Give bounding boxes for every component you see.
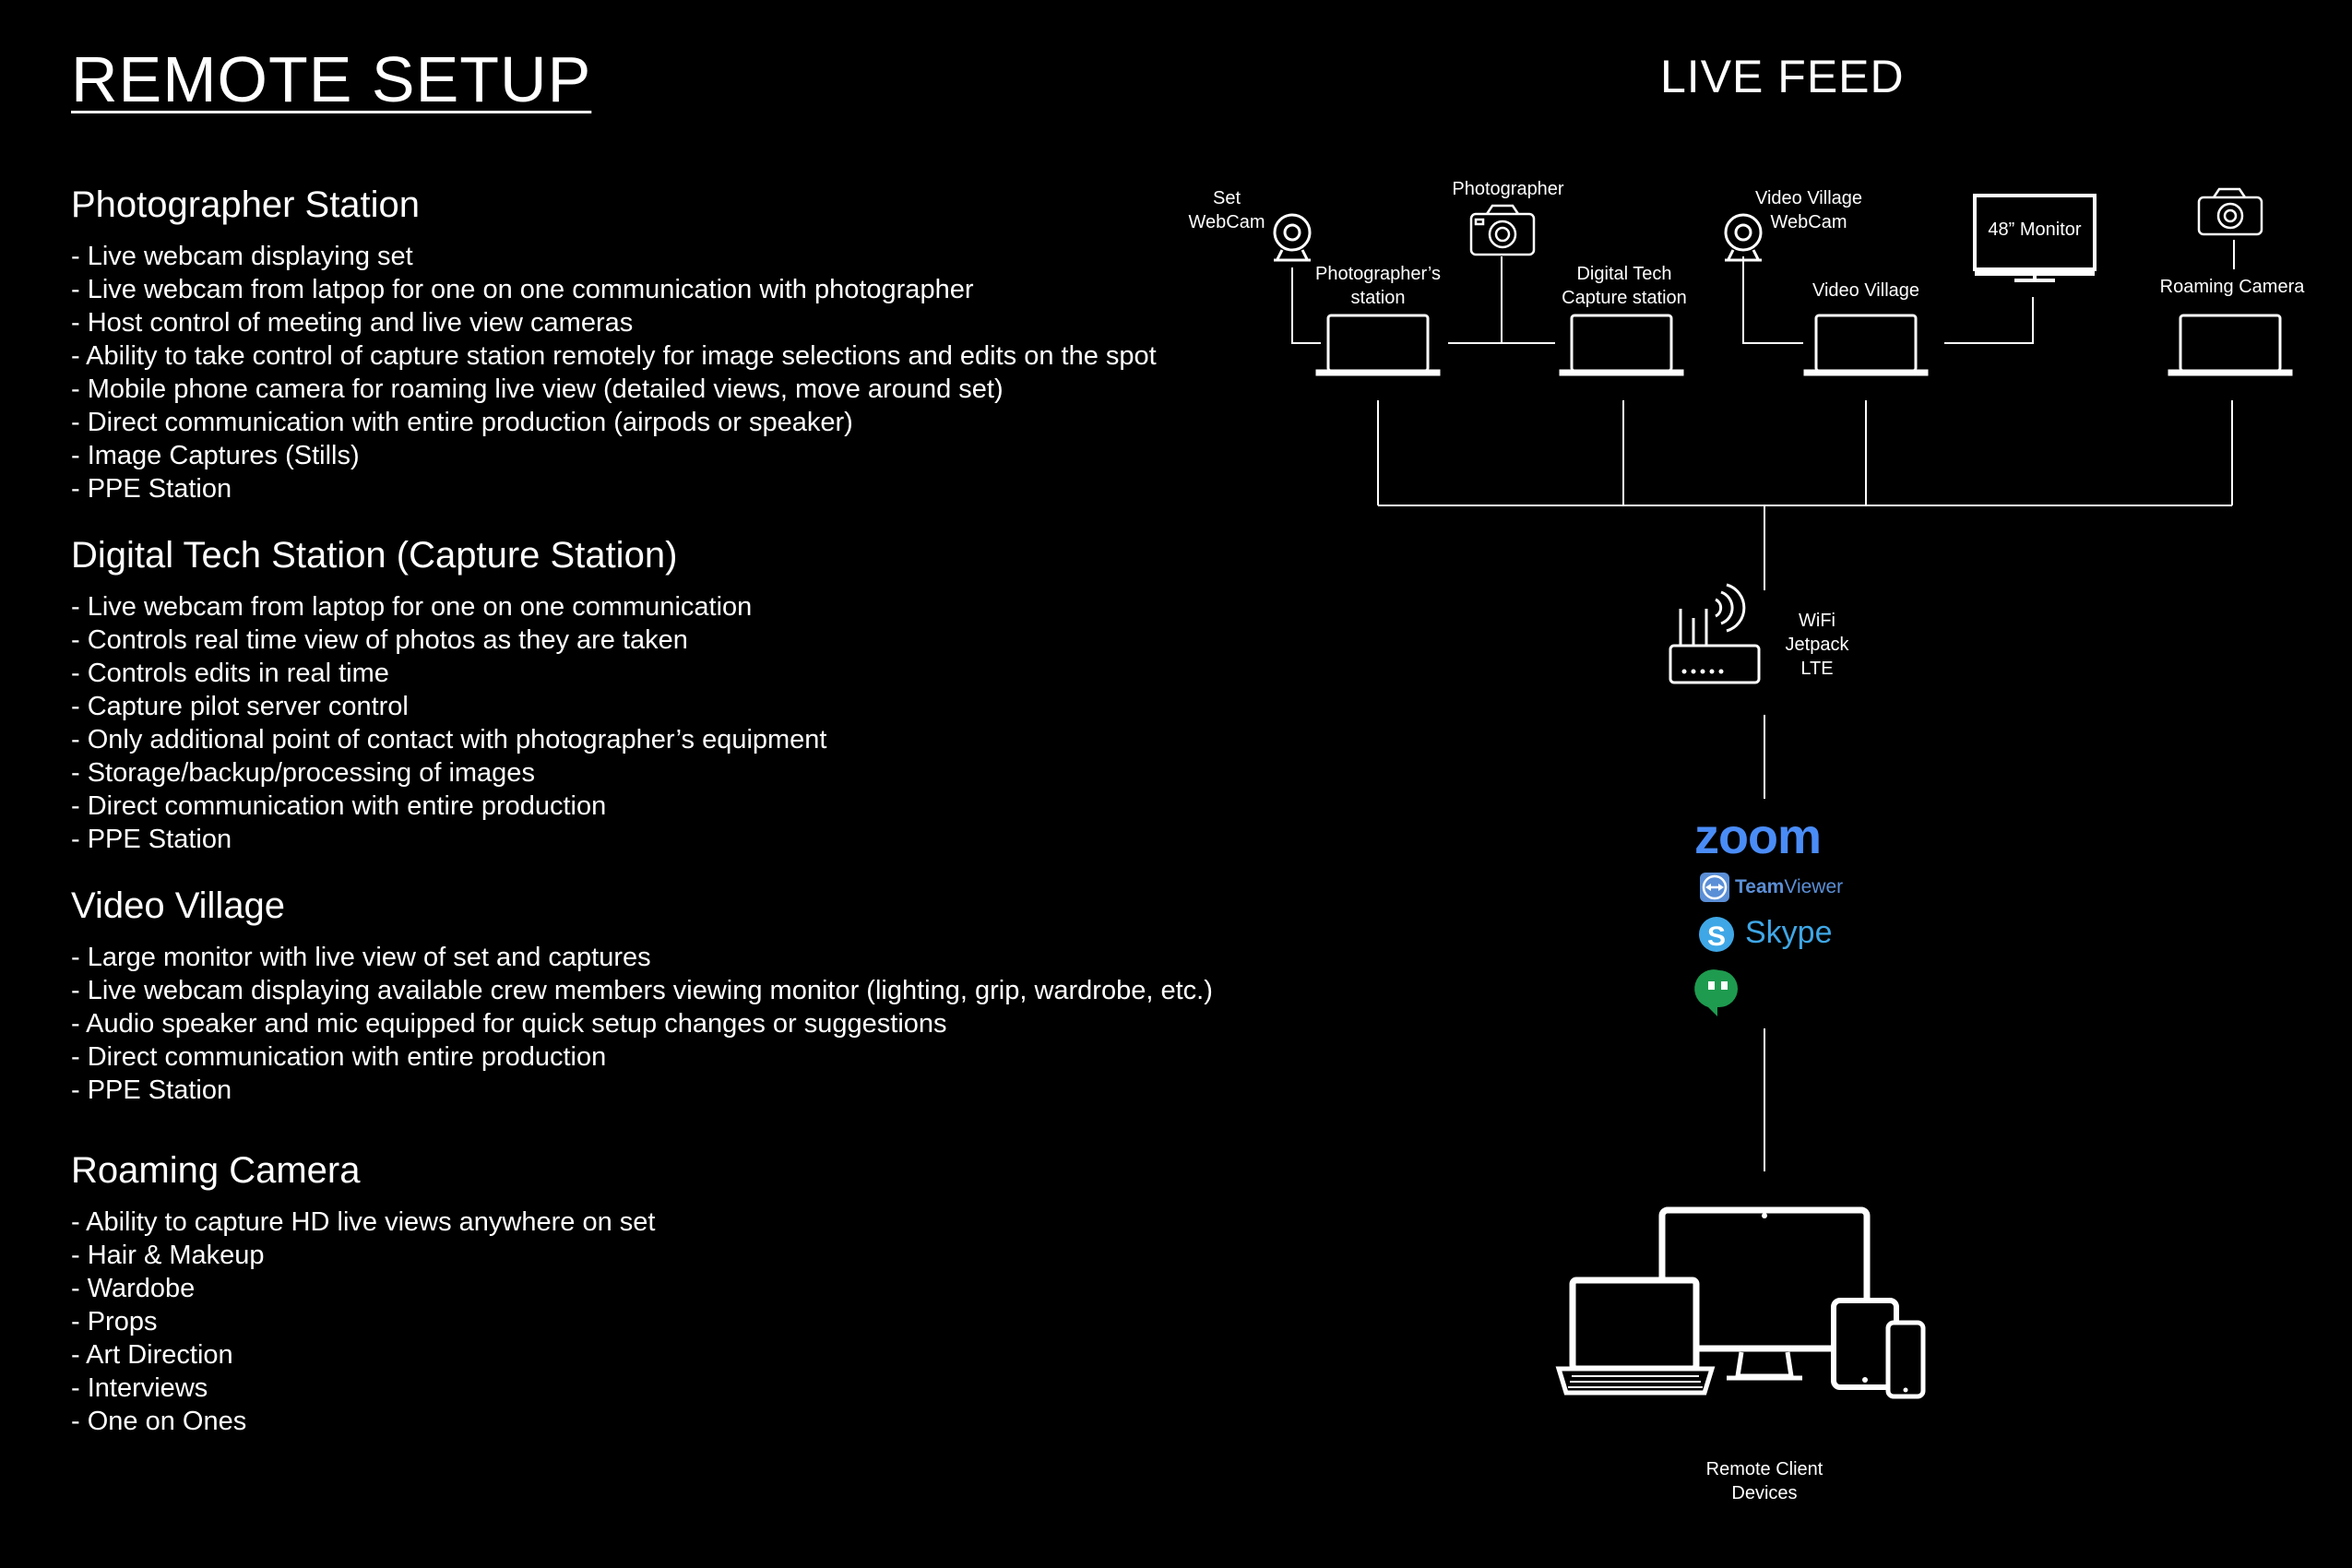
laptop-icon (1315, 314, 1441, 376)
list-item: - Large monitor with live view of set an… (71, 943, 651, 972)
router-icon (1669, 583, 1761, 684)
list-item: - Direct communication with entire produ… (71, 791, 607, 821)
laptop-icon (1803, 314, 1929, 376)
svg-text:S: S (1707, 921, 1726, 952)
list-item: - Ability to capture HD live views anywh… (71, 1207, 656, 1237)
list-item: - Direct communication with entire produ… (71, 408, 853, 437)
list-item: - One on Ones (71, 1407, 247, 1436)
camera-icon (2197, 187, 2263, 236)
section-digital-tech-station: Digital Tech Station (Capture Station) -… (71, 533, 827, 856)
list-item: - Live webcam from latpop for one on one… (71, 275, 974, 304)
page-title: REMOTE SETUP (71, 43, 592, 115)
list-item: - Hair & Makeup (71, 1241, 265, 1270)
section-heading: Photographer Station (71, 184, 421, 225)
list-item: - Audio speaker and mic equipped for qui… (71, 1009, 947, 1039)
list-item: - Art Direction (71, 1340, 233, 1370)
devices-icon (1555, 1206, 1926, 1399)
list-item: - Props (71, 1307, 158, 1336)
list-item: - PPE Station (71, 825, 232, 854)
section-video-village: Video Village - Large monitor with live … (71, 884, 1213, 1107)
list-item: - Wardobe (71, 1274, 196, 1303)
list-item: - Live webcam displaying set (71, 242, 413, 271)
list-item: - Ability to take control of capture sta… (71, 341, 1157, 371)
list-item: - Only additional point of contact with … (71, 725, 827, 754)
section-list: - Live webcam from laptop for one on one… (71, 590, 827, 856)
list-item: - PPE Station (71, 474, 232, 504)
skype-logo: Skype (1745, 915, 1833, 950)
list-item: - Live webcam displaying available crew … (71, 976, 1213, 1005)
roaming-camera-label: Roaming Camera (2159, 277, 2305, 297)
section-list: - Large monitor with live view of set an… (71, 941, 1213, 1107)
list-item: - Storage/backup/processing of images (71, 758, 535, 788)
teamviewer-icon (1700, 873, 1729, 902)
connector-lines (1291, 240, 2235, 1171)
list-item: - Mobile phone camera for roaming live v… (71, 374, 1004, 404)
section-photographer-station: Photographer Station - Live webcam displ… (71, 183, 1157, 505)
webcam-icon (1724, 213, 1763, 262)
photographer-label: Photographer (1452, 179, 1564, 199)
list-item: - Live webcam from laptop for one on one… (71, 592, 753, 622)
list-item: - Capture pilot server control (71, 692, 409, 721)
laptop-icon (1559, 314, 1684, 376)
list-item: - PPE Station (71, 1075, 232, 1105)
section-heading: Video Village (71, 885, 286, 926)
zoom-logo: zoom (1694, 809, 1822, 864)
hangouts-icon (1694, 969, 1738, 1016)
section-list: - Live webcam displaying set - Live webc… (71, 240, 1157, 505)
list-item: - Controls real time view of photos as t… (71, 625, 688, 655)
section-heading: Roaming Camera (71, 1150, 361, 1191)
section-heading: Digital Tech Station (Capture Station) (71, 535, 678, 576)
teamviewer-logo: TeamViewer (1735, 876, 1844, 897)
monitor-label: 48” Monitor (1988, 220, 2082, 240)
section-list: - Ability to capture HD live views anywh… (71, 1206, 655, 1438)
list-item: - Interviews (71, 1373, 208, 1403)
list-item: - Image Captures (Stills) (71, 441, 360, 470)
camera-icon (1469, 204, 1536, 256)
webcam-icon (1273, 213, 1312, 262)
monitor-icon (1973, 194, 2097, 282)
laptop-icon (2168, 314, 2293, 376)
section-roaming-camera: Roaming Camera - Ability to capture HD l… (71, 1148, 655, 1438)
list-item: - Controls edits in real time (71, 659, 389, 688)
skype-icon: S (1699, 917, 1734, 952)
list-item: - Direct communication with entire produ… (71, 1042, 607, 1072)
list-item: - Host control of meeting and live view … (71, 308, 634, 338)
diagram-title: LIVE FEED (1660, 51, 1905, 102)
video-village-label: Video Village (1812, 280, 1920, 301)
